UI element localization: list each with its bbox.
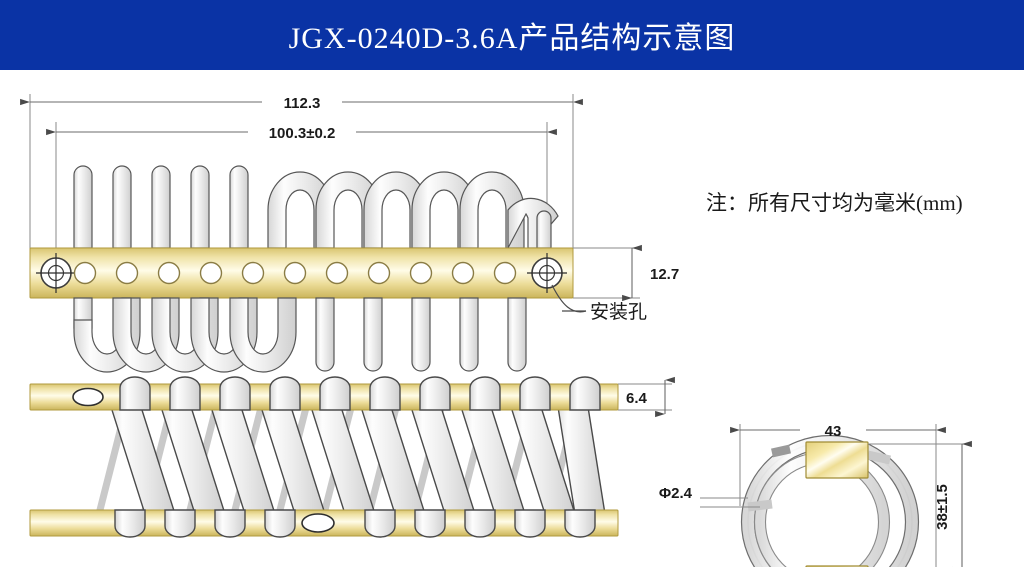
dimension-overall-length-label: 112.3 [284, 95, 321, 112]
dimension-wire-diameter: Φ2.4 [659, 485, 760, 508]
dimension-mounting-hole-pitch-label: 100.3±0.2 [269, 125, 336, 142]
front-view-strand-bottoms [114, 509, 596, 538]
page-title: JGX-0240D-3.6A产品结构示意图 [288, 22, 736, 55]
front-view-lower-bar-hole [301, 513, 335, 533]
dimension-loop-width-label: 43 [825, 423, 842, 440]
technical-drawing: 112.3 100.3±0.2 [20, 94, 972, 567]
dimension-overall-length: 112.3 [20, 95, 583, 112]
dimension-loop-width: 43 [730, 423, 946, 567]
dimension-loop-height-label: 38±1.5 [934, 484, 951, 530]
mounting-hole-right [527, 253, 567, 293]
drawing-canvas: 112.3 100.3±0.2 [0, 70, 1024, 567]
top-view-rope-lower-left [73, 297, 297, 373]
side-view-clamp-block-top [805, 441, 869, 479]
callout-mounting-hole-label: 安装孔 [590, 301, 647, 323]
mounting-hole-left [36, 253, 76, 293]
bar-hole-row [73, 261, 517, 285]
side-view: 43 38±1.5 Φ2.4 [659, 423, 972, 567]
front-view-upper-bar-hole [72, 387, 104, 407]
top-view-mounting-bar [29, 247, 574, 299]
dimension-bar-thickness: 6.4 [618, 376, 675, 418]
front-view-front-strands [104, 387, 606, 515]
top-view-rope-upper-left [73, 165, 249, 249]
top-view: 112.3 100.3±0.2 [20, 94, 679, 373]
dimension-bar-thickness-label: 6.4 [626, 390, 648, 407]
front-view: 6.4 [29, 376, 675, 538]
callout-mounting-hole: 安装孔 [551, 284, 647, 323]
top-view-rope-upper-right [267, 171, 559, 249]
dimension-mounting-hole-pitch: 100.3±0.2 [46, 125, 557, 142]
dimension-wire-diameter-label: Φ2.4 [659, 485, 693, 502]
front-view-strand-tops [119, 376, 601, 411]
note-text: 注：所有尺寸均为毫米(mm) [706, 191, 963, 215]
dimension-bar-width-label: 12.7 [650, 266, 679, 283]
dimension-loop-height: 38±1.5 [868, 440, 972, 567]
title-banner: JGX-0240D-3.6A产品结构示意图 [0, 0, 1024, 70]
top-view-rope-lower-right [315, 297, 527, 372]
dimension-bar-width: 12.7 [573, 244, 679, 302]
